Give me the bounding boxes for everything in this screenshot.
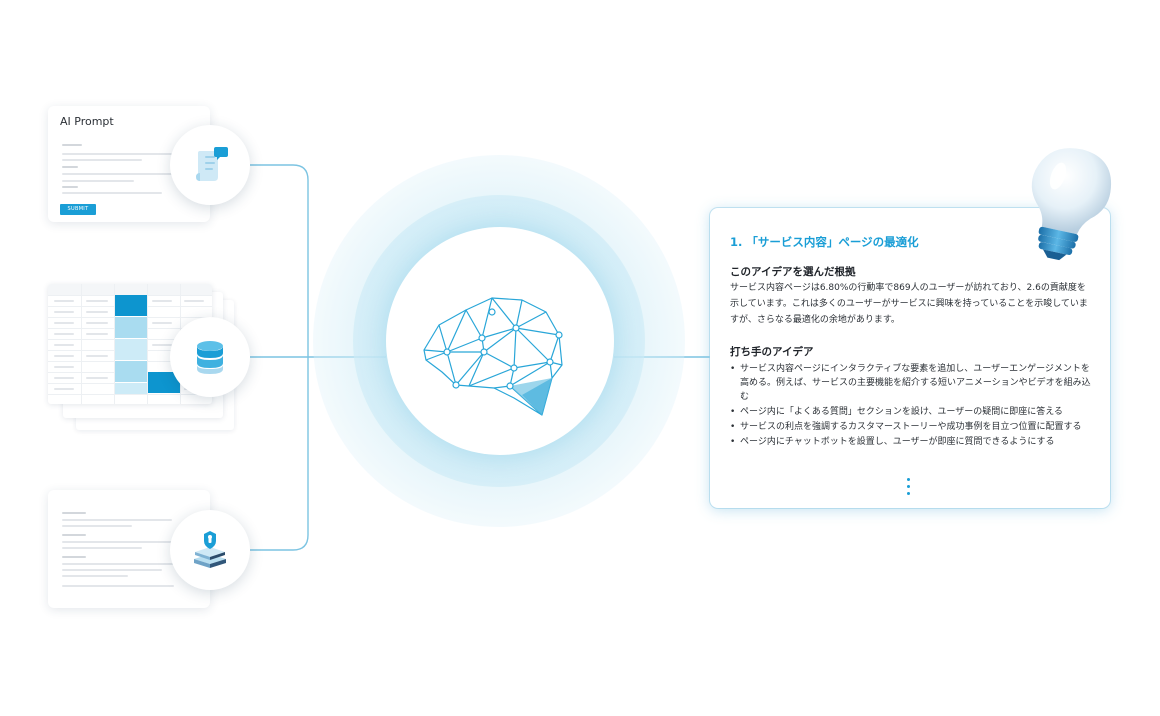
prompt-line [62, 180, 134, 182]
prompt-line [62, 166, 78, 168]
highlighted-cell [115, 339, 147, 360]
cell-line [152, 300, 172, 302]
doc-line [62, 569, 162, 571]
prompt-line [62, 144, 82, 146]
network-brain-icon [423, 297, 563, 416]
list-item: サービス内容ページにインタラクティブな要素を追加し、ユーザーエンゲージメントを高… [730, 362, 1096, 404]
knowledge-source-node [170, 510, 250, 590]
grid-column-divider [114, 284, 115, 404]
cell-line [54, 333, 74, 335]
more-vertical-icon[interactable] [906, 478, 912, 499]
prompt-source-node [170, 125, 250, 205]
cell-line [54, 388, 74, 390]
idea-result-panel: 1. 「サービス内容」ページの最適化 このアイデアを選んだ根拠 サービス内容ペー… [710, 208, 1110, 508]
grid-column-divider [81, 284, 82, 404]
cell-line [86, 333, 108, 335]
doc-line [62, 534, 86, 536]
prompt-line [62, 192, 162, 194]
highlighted-cell [115, 317, 147, 338]
cell-line [152, 322, 172, 324]
cell-line [54, 344, 74, 346]
cell-line [86, 311, 108, 313]
reason-heading: このアイデアを選んだ根拠 [730, 266, 856, 278]
prompt-line [62, 153, 172, 155]
ai-prompt-title: AI Prompt [60, 115, 114, 128]
prompt-line [62, 159, 142, 161]
cell-line [54, 300, 74, 302]
ai-core-circle [386, 227, 614, 455]
cell-line [86, 355, 108, 357]
submit-button[interactable]: SUBMIT [60, 204, 96, 215]
doc-line [62, 563, 174, 565]
action-heading: 打ち手のアイデア [730, 346, 814, 358]
doc-line [62, 541, 174, 543]
doc-line [62, 512, 86, 514]
cell-line [54, 322, 74, 324]
highlighted-cell [115, 295, 147, 316]
cell-line [54, 377, 74, 379]
cell-line [86, 322, 108, 324]
grid-column-divider [147, 284, 148, 404]
cell-line [152, 344, 172, 346]
doc-line [62, 575, 128, 577]
cell-line [184, 300, 204, 302]
list-item: サービスの利点を強調するカスタマーストーリーや成功事例を目立つ位置に配置する [730, 420, 1096, 434]
database-icon [197, 341, 223, 374]
doc-line [62, 585, 174, 587]
cell-line [86, 300, 108, 302]
prompt-line [62, 173, 174, 175]
prompt-line [62, 186, 78, 188]
idea-title: 1. 「サービス内容」ページの最適化 [730, 235, 919, 249]
highlighted-cell [148, 372, 180, 393]
cell-line [54, 366, 74, 368]
cell-line [86, 377, 108, 379]
doc-line [62, 525, 132, 527]
list-item: ページ内に「よくある質問」セクションを設け、ユーザーの疑問に即座に答える [730, 405, 1096, 419]
cell-line [54, 311, 74, 313]
data-source-node [170, 317, 250, 397]
doc-line [62, 556, 86, 558]
chat-document-icon [196, 147, 228, 181]
doc-line [62, 547, 142, 549]
cell-line [54, 355, 74, 357]
table-row [48, 383, 212, 395]
book-stack-shield-icon [194, 531, 226, 568]
light-bulb-icon [1031, 148, 1112, 261]
highlighted-cell [115, 361, 147, 382]
action-list: サービス内容ページにインタラクティブな要素を追加し、ユーザーエンゲージメントを高… [730, 362, 1096, 450]
list-item: ページ内にチャットボットを設置し、ユーザーが即座に質問できるようにする [730, 435, 1096, 449]
highlighted-cell [115, 383, 147, 394]
doc-line [62, 519, 172, 521]
reason-text: サービス内容ページは6.80%の行動率で869人のユーザーが訪れており、2.6の… [730, 283, 1088, 325]
